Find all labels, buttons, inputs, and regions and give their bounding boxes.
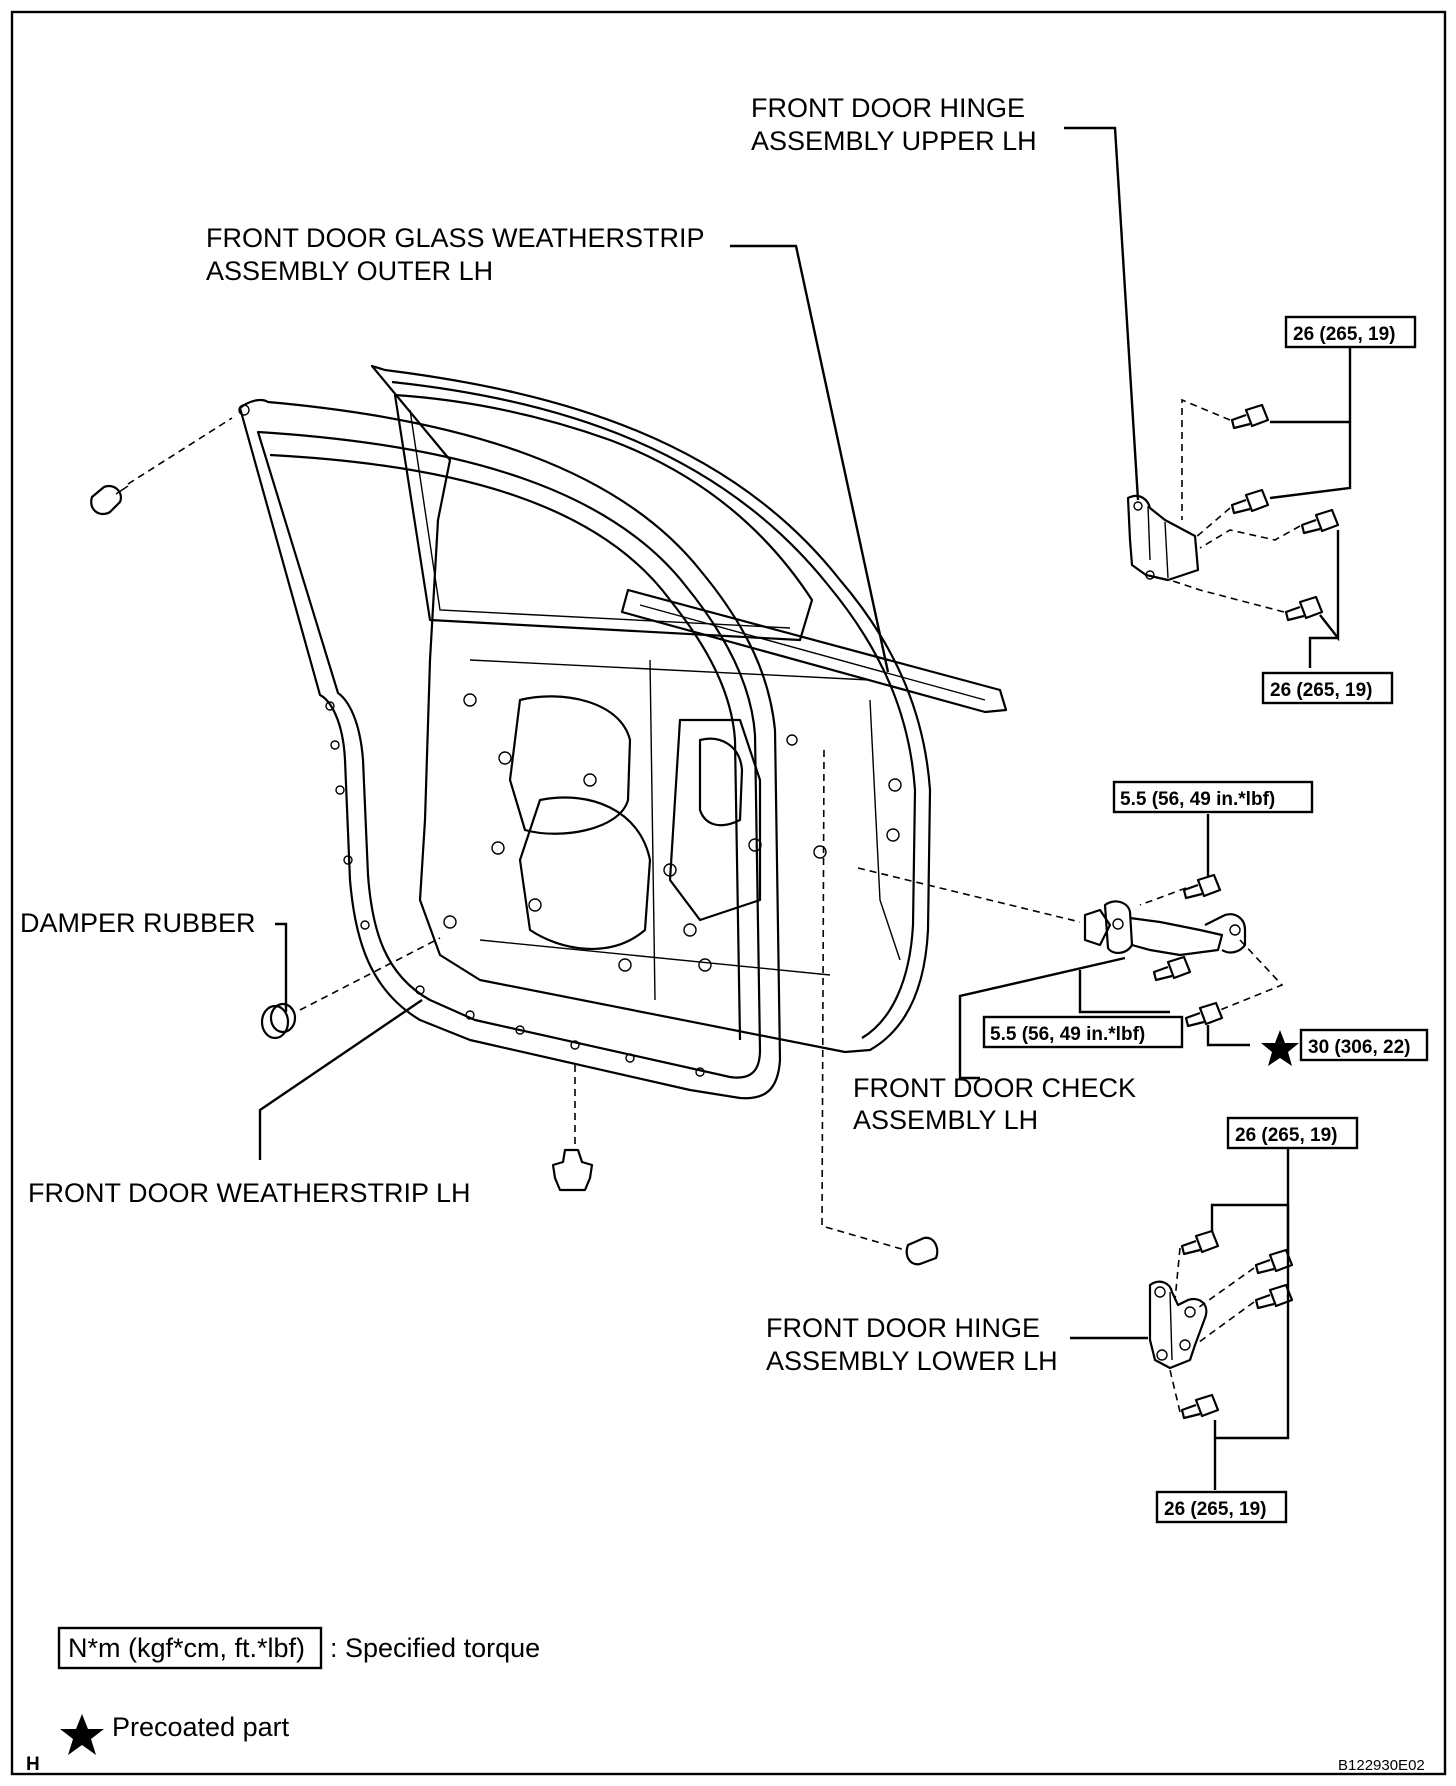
- hinge-lower-part: [1148, 1280, 1208, 1370]
- svg-text:5.5 (56, 49 in.*lbf): 5.5 (56, 49 in.*lbf): [1120, 789, 1275, 810]
- bolt-lower-4: [1180, 1393, 1220, 1420]
- label-hinge-upper-1: FRONT DOOR HINGE: [751, 93, 1025, 123]
- clip-bottom: [551, 1148, 594, 1192]
- label-door-check-1: FRONT DOOR CHECK: [853, 1073, 1136, 1103]
- legend-torque-unit: N*m (kgf*cm, ft.*lbf): [68, 1633, 305, 1663]
- torque-check-bottom: 5.5 (56, 49 in.*lbf): [982, 1015, 1184, 1049]
- front-door-panel: [370, 364, 932, 1054]
- svg-text:26 (265, 19): 26 (265, 19): [1235, 1125, 1337, 1146]
- diagram-border: [10, 10, 1447, 1776]
- figure-id: B122930E02: [1338, 1757, 1425, 1774]
- label-hinge-lower-2: ASSEMBLY LOWER LH: [766, 1346, 1058, 1376]
- bolt-upper-1: [1230, 403, 1270, 430]
- torque-check-top: 5.5 (56, 49 in.*lbf): [1112, 780, 1314, 814]
- torque-hinge-lower-bottom: 26 (265, 19): [1155, 1490, 1288, 1524]
- hinge-upper-part: [1126, 494, 1200, 582]
- glass-weatherstrip-outer: [620, 588, 1008, 714]
- svg-text:26 (265, 19): 26 (265, 19): [1270, 680, 1372, 701]
- bolt-lower-2: [1254, 1248, 1294, 1275]
- label-damper-rubber: DAMPER RUBBER: [20, 908, 256, 938]
- svg-text:26 (265, 19): 26 (265, 19): [1293, 324, 1395, 345]
- label-glass-weatherstrip-1: FRONT DOOR GLASS WEATHERSTRIP: [206, 223, 705, 253]
- clip-top-left: [90, 484, 129, 516]
- bolt-lower-1: [1180, 1229, 1220, 1256]
- svg-text:26 (265, 19): 26 (265, 19): [1164, 1499, 1266, 1520]
- star-icon: [60, 1714, 104, 1755]
- torque-check-body: 30 (306, 22): [1299, 1028, 1429, 1062]
- bolt-upper-4: [1284, 595, 1324, 622]
- label-door-check-2: ASSEMBLY LH: [853, 1105, 1038, 1135]
- legend-precoated: Precoated part: [60, 1712, 290, 1755]
- bolt-check-top: [1182, 873, 1222, 900]
- label-door-weatherstrip: FRONT DOOR WEATHERSTRIP LH: [28, 1178, 471, 1208]
- bolt-lower-3: [1254, 1283, 1294, 1310]
- svg-text:30 (306, 22): 30 (306, 22): [1308, 1037, 1410, 1058]
- footer-left-code: H: [26, 1754, 40, 1775]
- label-glass-weatherstrip-2: ASSEMBLY OUTER LH: [206, 256, 493, 286]
- label-hinge-lower-1: FRONT DOOR HINGE: [766, 1313, 1040, 1343]
- door-check-part: [1083, 900, 1247, 957]
- damper-rubber-part: [260, 1002, 297, 1040]
- legend-torque-desc: : Specified torque: [330, 1633, 540, 1663]
- bolt-upper-2: [1230, 488, 1270, 515]
- torque-hinge-lower-top: 26 (265, 19): [1226, 1116, 1359, 1150]
- torque-hinge-upper-bottom: 26 (265, 19): [1261, 671, 1394, 705]
- torque-hinge-upper-top: 26 (265, 19): [1284, 315, 1417, 349]
- bolt-check-body: [1184, 1001, 1224, 1028]
- label-hinge-upper-2: ASSEMBLY UPPER LH: [751, 126, 1037, 156]
- clip-bottom-right: [905, 1236, 939, 1266]
- legend-torque: N*m (kgf*cm, ft.*lbf) : Specified torque: [57, 1626, 540, 1670]
- bolt-check-mid: [1152, 955, 1192, 982]
- svg-text:5.5 (56, 49 in.*lbf): 5.5 (56, 49 in.*lbf): [990, 1024, 1145, 1045]
- bolt-upper-3: [1300, 508, 1340, 535]
- door-weatherstrip-ring: [238, 398, 798, 1100]
- legend-precoated-text: Precoated part: [112, 1712, 290, 1742]
- precoated-star-icon: [1261, 1030, 1299, 1066]
